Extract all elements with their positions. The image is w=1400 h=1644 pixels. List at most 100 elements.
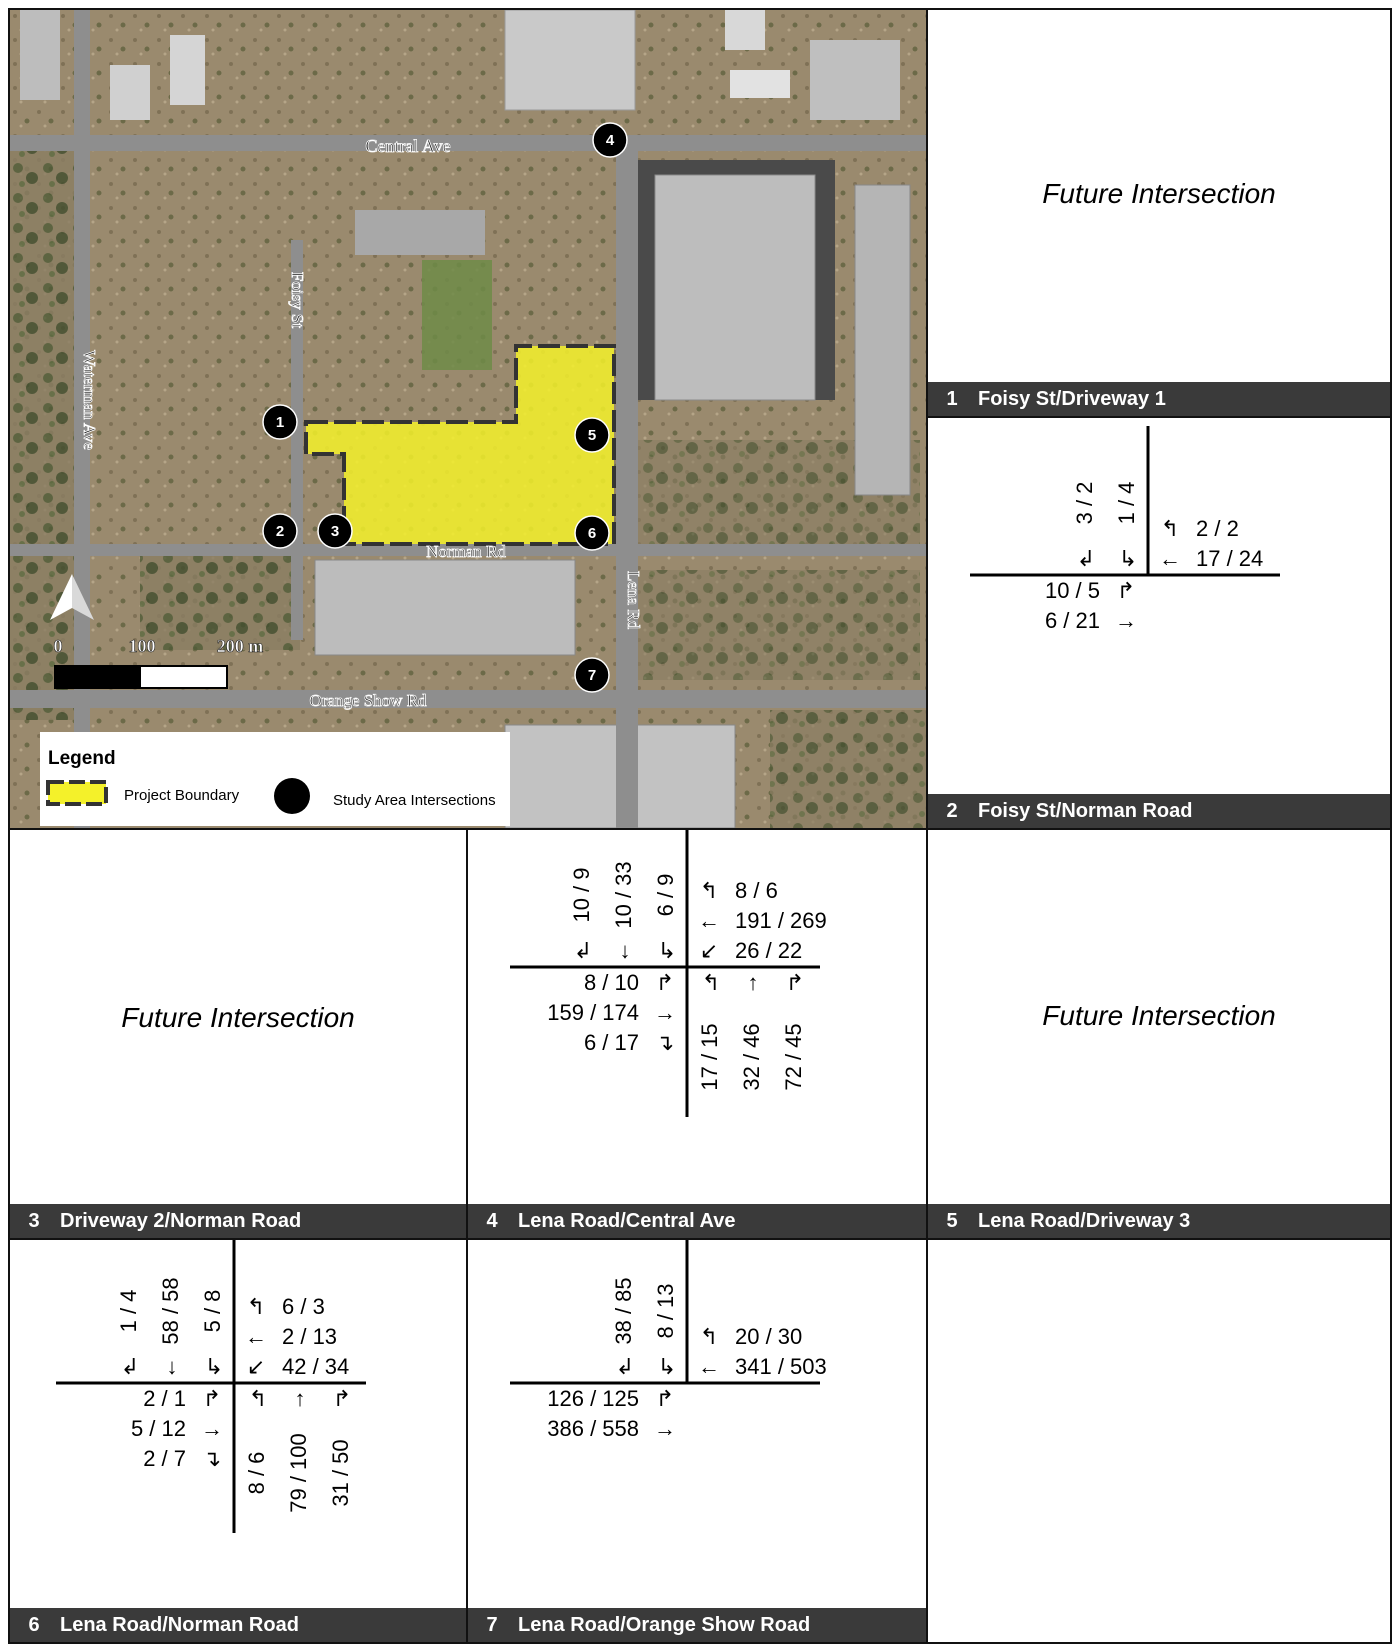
southbound-volume: 3 / 2	[1072, 482, 1097, 525]
intersection-label-bar: 1 Foisy St/Driveway 1	[928, 382, 1390, 416]
eastbound-volume: 10 / 5	[1045, 578, 1100, 603]
westbound-volume: 42 / 34	[282, 1354, 349, 1379]
intersection-name: Foisy St/Driveway 1	[978, 387, 1166, 410]
eastbound-volume: 6 / 17	[584, 1030, 639, 1055]
intersection-label-bar: 4 Lena Road/Central Ave	[468, 1204, 926, 1238]
northbound-volume: 17 / 15	[697, 1023, 722, 1090]
intersection-label-bar: 5 Lena Road/Driveway 3	[928, 1204, 1390, 1238]
intersection-name: Lena Road/Orange Show Road	[518, 1613, 811, 1636]
eastbound-arrow-icon: →	[1115, 608, 1137, 633]
intersection-number: 4	[486, 1209, 498, 1232]
southbound-volume: 5 / 8	[200, 1290, 225, 1333]
eastbound-volume: 159 / 174	[547, 1000, 639, 1025]
intersection-marker-3[interactable]	[317, 513, 353, 549]
foisy-st-label: Foisy St	[288, 272, 307, 328]
scale-label-0: 0	[54, 636, 63, 656]
southbound-volume: 6 / 9	[653, 874, 678, 917]
intersection-marker-7[interactable]	[574, 657, 610, 693]
intersection-number: 5	[946, 1209, 958, 1232]
intersection-marker-label: 3	[331, 523, 339, 540]
intersection-marker-5[interactable]	[574, 417, 610, 453]
intersection-marker-6[interactable]	[574, 515, 610, 551]
westbound-arrow-icon: ←	[1159, 546, 1181, 571]
westbound-arrow-icon: ←	[698, 1354, 720, 1379]
northbound-arrow-icon: ↱	[333, 1386, 351, 1411]
eastbound-arrow-icon: →	[201, 1416, 223, 1441]
panel-intersection-5: Future Intersection 5 Lena Road/Driveway…	[926, 828, 1392, 1240]
eastbound-volume: 386 / 558	[547, 1416, 639, 1441]
intersection-name: Lena Road/Central Ave	[518, 1209, 736, 1232]
intersection-marker-label: 5	[588, 427, 596, 444]
intersection-marker-label: 7	[588, 667, 596, 684]
northbound-volume: 72 / 45	[781, 1023, 806, 1090]
westbound-arrow-icon: ←	[245, 1324, 267, 1349]
eastbound-volume: 2 / 1	[143, 1386, 186, 1411]
northbound-volume: 79 / 100	[286, 1433, 311, 1513]
legend: Legend Project Boundary Study Area Inter…	[40, 732, 510, 826]
northbound-volume: 32 / 46	[739, 1023, 764, 1090]
northbound-arrow-icon: ↰	[249, 1386, 267, 1411]
westbound-volume: 2 / 2	[1196, 516, 1239, 541]
westbound-volume: 8 / 6	[735, 878, 778, 903]
intersection-label-bar: 3 Driveway 2/Norman Road	[10, 1204, 466, 1238]
eastbound-arrow-icon: ↱	[656, 1386, 674, 1411]
eastbound-volume: 2 / 7	[143, 1446, 186, 1471]
scale-label-200: 200 m	[217, 636, 264, 656]
southbound-arrow-icon: ↲	[574, 938, 592, 963]
eastbound-volume: 8 / 10	[584, 970, 639, 995]
southbound-arrow-icon: ↓	[167, 1354, 178, 1379]
legend-boundary-swatch	[46, 780, 108, 806]
future-intersection-text: Future Intersection	[1042, 178, 1276, 209]
southbound-arrow-icon: ↲	[616, 1354, 634, 1379]
intersection-label-bar: 2 Foisy St/Norman Road	[928, 794, 1390, 828]
intersection-marker-4[interactable]	[592, 122, 628, 158]
westbound-arrow-icon: ↙	[700, 938, 718, 963]
southbound-volume: 10 / 9	[569, 867, 594, 922]
westbound-volume: 341 / 503	[735, 1354, 827, 1379]
southbound-volume: 1 / 4	[1114, 482, 1139, 525]
panel-intersection-4: 10 / 9↲10 / 33↓6 / 9↳↰8 / 6←191 / 269↙26…	[466, 828, 928, 1240]
westbound-arrow-icon: ↰	[1161, 516, 1179, 541]
southbound-arrow-icon: ↲	[121, 1354, 139, 1379]
intersection-name: Foisy St/Norman Road	[978, 799, 1193, 822]
intersection-marker-label: 2	[276, 523, 284, 540]
eastbound-arrow-icon: ↴	[203, 1446, 221, 1471]
northbound-arrow-icon: ↑	[295, 1386, 306, 1411]
southbound-arrow-icon: ↳	[1119, 546, 1137, 571]
turning-movement-diagram: 1 / 4↲58 / 58↓5 / 8↳↰6 / 3←2 / 13↙42 / 3…	[56, 1240, 366, 1533]
intersection-number: 7	[486, 1613, 498, 1636]
intersection-marker-label: 1	[276, 414, 284, 431]
westbound-volume: 191 / 269	[735, 908, 827, 933]
scale-label-100: 100	[129, 636, 156, 656]
southbound-arrow-icon: ↲	[1077, 546, 1095, 571]
southbound-arrow-icon: ↳	[205, 1354, 223, 1379]
eastbound-arrow-icon: ↱	[656, 970, 674, 995]
legend-boundary-label: Project Boundary	[124, 787, 240, 804]
orange-show-rd-label: Orange Show Rd	[309, 691, 427, 710]
panel-intersection-6: 1 / 4↲58 / 58↓5 / 8↳↰6 / 3←2 / 13↙42 / 3…	[8, 1238, 468, 1644]
future-intersection-text: Future Intersection	[1042, 1000, 1276, 1031]
panel-intersection-3: Future Intersection 3 Driveway 2/Norman …	[8, 828, 468, 1240]
eastbound-arrow-icon: →	[654, 1000, 676, 1025]
westbound-arrow-icon: ↰	[700, 1324, 718, 1349]
eastbound-arrow-icon: ↱	[1117, 578, 1135, 603]
southbound-volume: 58 / 58	[158, 1277, 183, 1344]
eastbound-volume: 126 / 125	[547, 1386, 639, 1411]
eastbound-arrow-icon: →	[654, 1416, 676, 1441]
southbound-volume: 10 / 33	[611, 861, 636, 928]
northbound-arrow-icon: ↱	[786, 970, 804, 995]
southbound-arrow-icon: ↳	[658, 1354, 676, 1379]
westbound-volume: 6 / 3	[282, 1294, 325, 1319]
intersection-marker-1[interactable]	[262, 404, 298, 440]
southbound-arrow-icon: ↳	[658, 938, 676, 963]
north-arrow-icon	[50, 574, 94, 620]
westbound-arrow-icon: ↙	[247, 1354, 265, 1379]
lena-rd-label: Lena Rd	[624, 571, 643, 630]
intersection-marker-2[interactable]	[262, 513, 298, 549]
legend-intersection-icon	[274, 778, 310, 814]
eastbound-volume: 6 / 21	[1045, 608, 1100, 633]
